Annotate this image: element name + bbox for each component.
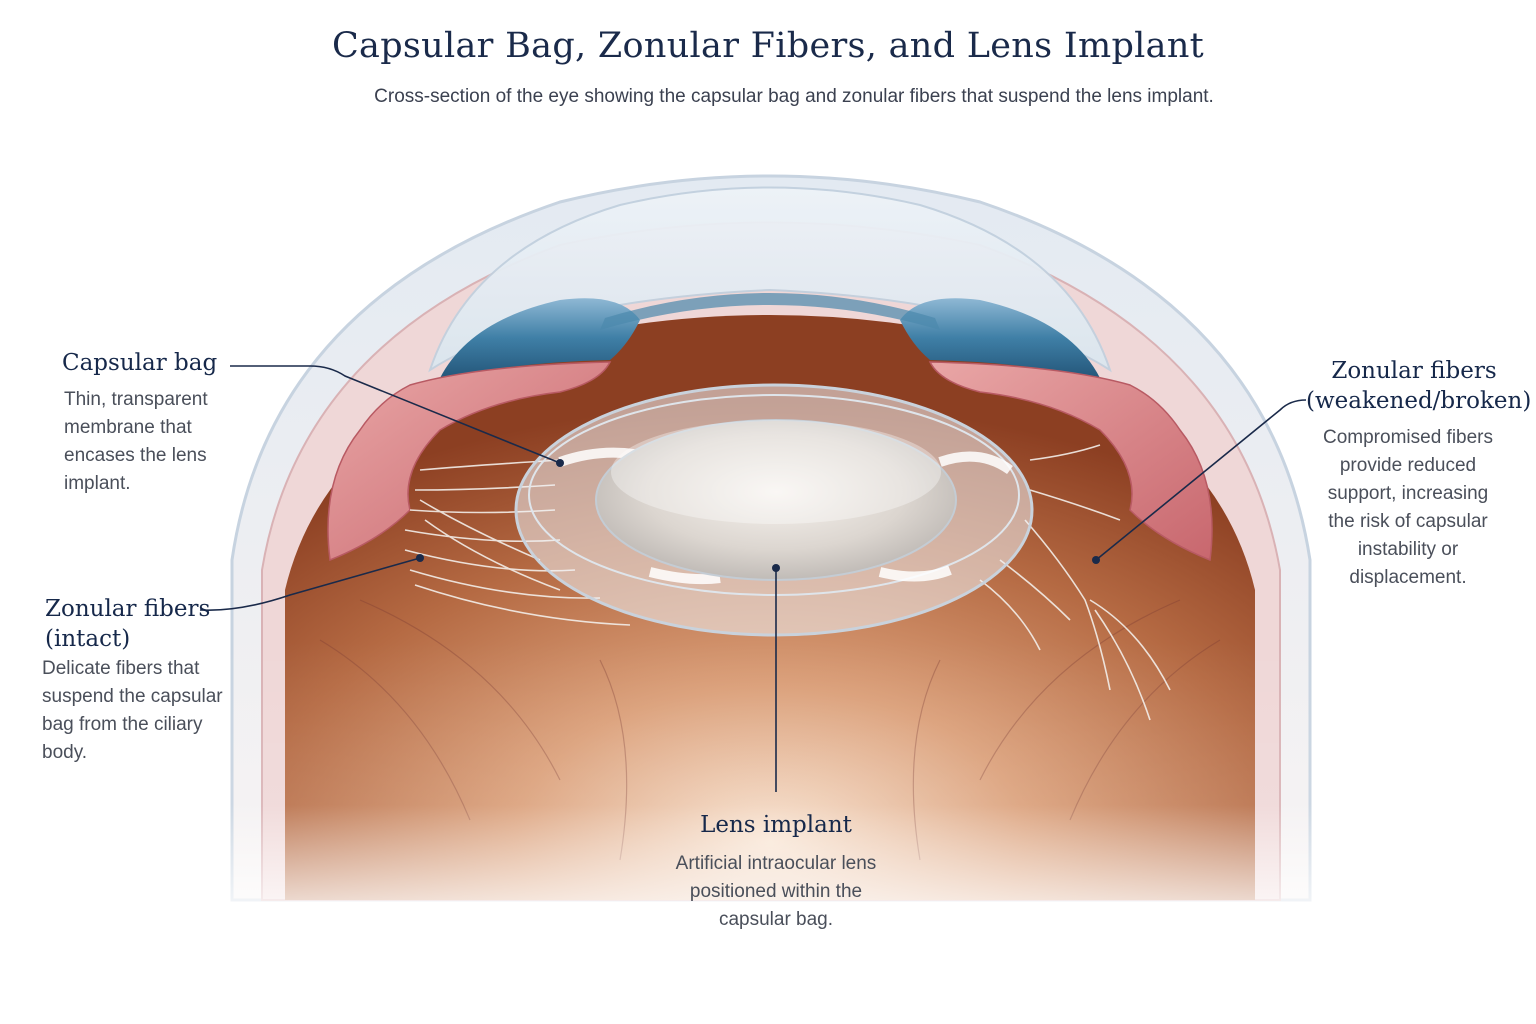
leader-lines (199, 365, 1307, 792)
label-lens-implant-title: Lens implant (700, 812, 852, 838)
zonular-intact-marker (416, 554, 424, 562)
label-zonular-weak-desc: Compromised fibers provide reduced suppo… (1323, 427, 1493, 588)
label-capsular-bag-desc: Thin, transparent membrane that encases … (64, 389, 208, 494)
capsular-bag-marker (556, 459, 564, 467)
page-subtitle: Cross-section of the eye showing the cap… (374, 86, 1214, 107)
page-title: Capsular Bag, Zonular Fibers, and Lens I… (331, 26, 1205, 66)
lens-implant-marker (772, 564, 780, 572)
zonular-weak-marker (1092, 556, 1100, 564)
label-zonular-intact-desc: Delicate fibers that suspend the capsula… (42, 658, 223, 763)
label-capsular-bag-title: Capsular bag (62, 350, 218, 376)
label-zonular-intact-title: Zonular fibers (intact) (45, 596, 211, 652)
label-lens-implant-desc: Artificial intraocular lens positioned w… (675, 853, 877, 930)
label-zonular-weak-title: Zonular fibers (weakened/broken) (1306, 358, 1532, 414)
